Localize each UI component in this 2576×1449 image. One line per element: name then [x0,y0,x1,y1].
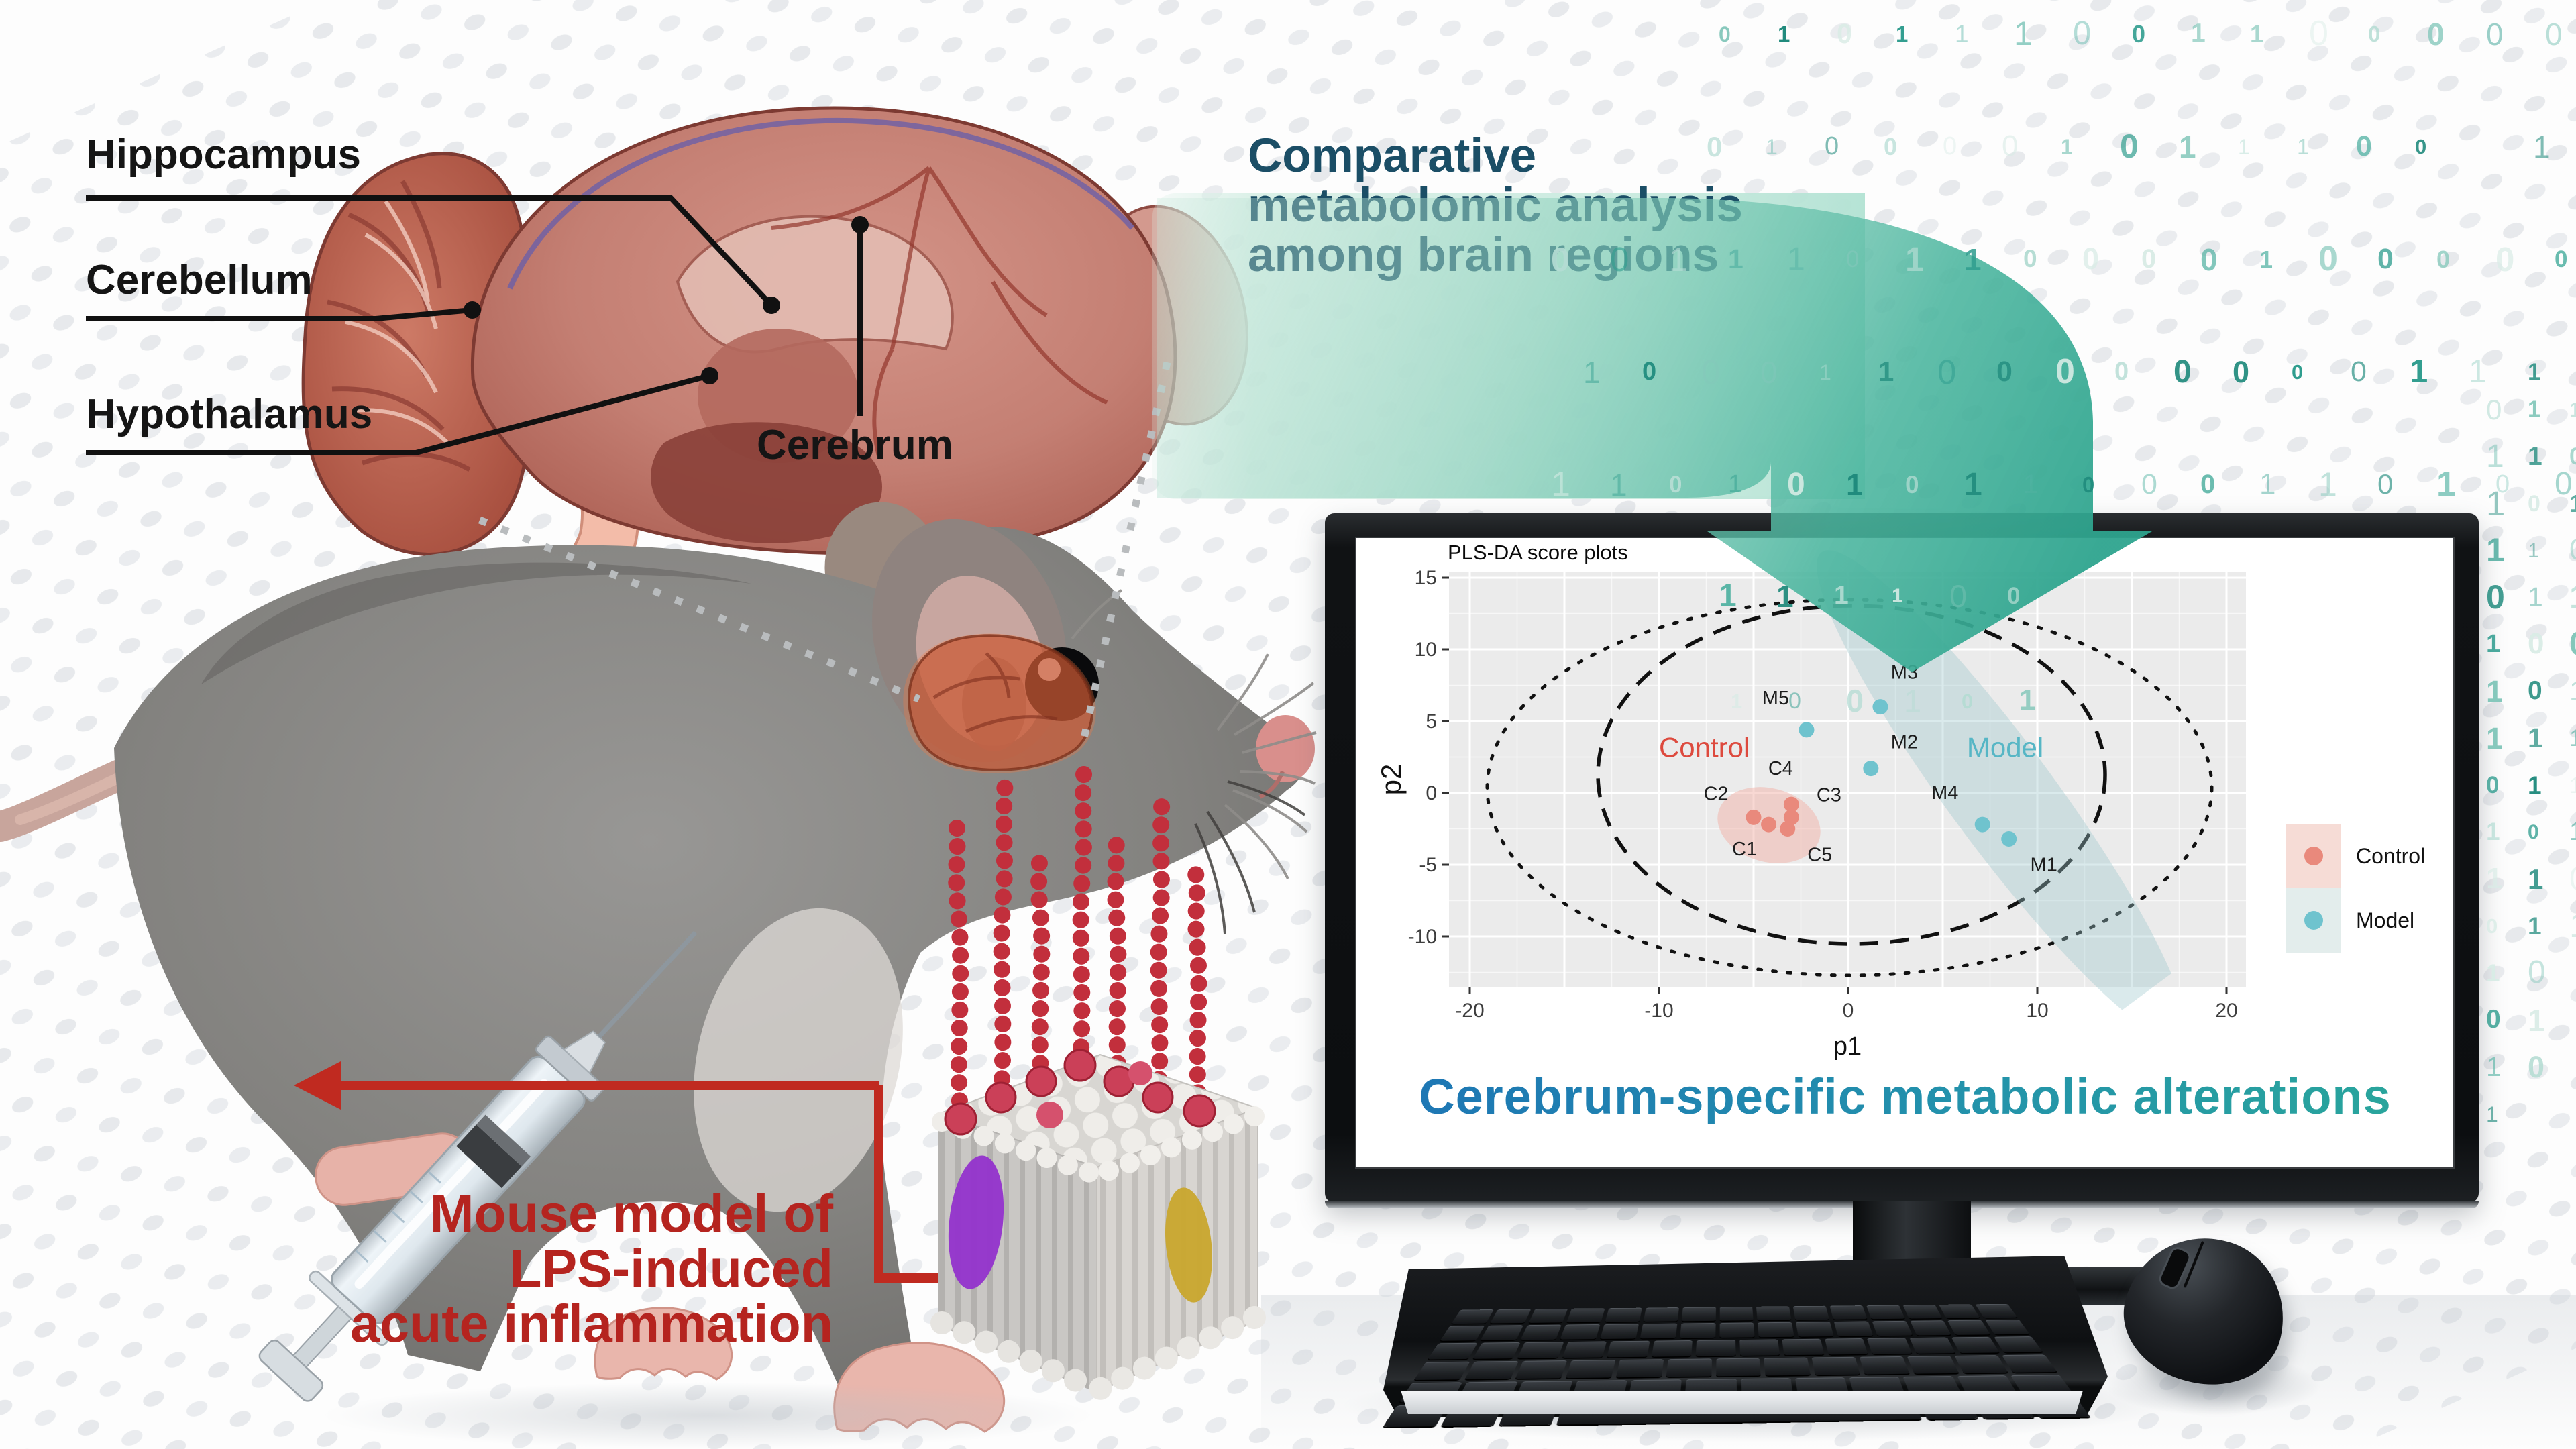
red-bracket [874,1085,941,1283]
leaflet-heads-right-bottom [1089,1306,1266,1400]
leader-hypothalamus [86,373,711,455]
dotted-line-right [1077,361,1171,751]
syringe-stopper-band [476,1114,531,1167]
flow-arrow-shape [1157,198,2152,672]
keyboard-base-strip [1401,1391,2083,1414]
red-connector [294,1061,941,1283]
red-arrow-head [294,1061,341,1110]
label-cerebrum: Cerebrum [757,422,953,468]
lps-caption: Mouse model of LPS-induced acute inflamm… [282,1186,833,1351]
rat-shadow [322,1382,1093,1449]
dotted-line-left [478,516,921,703]
lps-caption-line-1: Mouse model of [429,1183,833,1243]
cerebellum-folds-dark [327,180,471,472]
keyboard [1383,1249,2108,1428]
syringe-icon [258,930,698,1402]
dotted-connection-lines [478,361,1171,751]
leaflet-heads-left-bottom [930,1311,1106,1400]
syringe-thumb-rest [258,1339,324,1402]
plot-title: PLS-DA score plots [1448,541,1628,564]
rat-back-shading [201,562,751,684]
lps-caption-line-3: acute inflammation [350,1293,833,1353]
lps-caption-line-2: LPS-induced [509,1238,833,1298]
leader-lines [86,195,863,455]
rat-front-paw [594,1307,733,1381]
hypothalamus-shape [651,422,882,543]
label-cerebellum: Cerebellum [86,257,313,303]
rat-whiskers [1071,589,1317,879]
leader-hippocampus [86,195,773,307]
leader-dots [464,216,869,384]
leaflet-heads-right-top [1090,1106,1265,1184]
syringe-hub [562,1030,606,1075]
brain-overlay [908,634,1094,771]
label-hypothalamus: Hypothalamus [86,391,373,437]
rat-nose [1256,715,1315,782]
lps-chains [948,761,1208,1128]
leader-cerebellum [86,307,473,321]
rat-whiskers-dark [1194,780,1306,934]
yellow-protein [1165,1187,1212,1303]
lps-anchor-spheres [944,1049,1216,1136]
headline-line-1: Comparative [1248,129,1537,182]
rat-chest-patch [694,908,903,1212]
cerebellum-folds-light [345,200,453,448]
screen-caption: Cerebrum-specific metabolic alterations [1358,1068,2452,1125]
syringe-needle [597,930,698,1039]
syringe-graduations [355,1171,441,1263]
label-hippocampus: Hippocampus [86,131,361,178]
meninges-outline [507,117,1135,290]
brain-overlay-gyri [932,652,1058,733]
purple-protein [948,1155,1004,1289]
brain-vasculature [771,166,1108,457]
syringe-stopper [456,1124,522,1189]
